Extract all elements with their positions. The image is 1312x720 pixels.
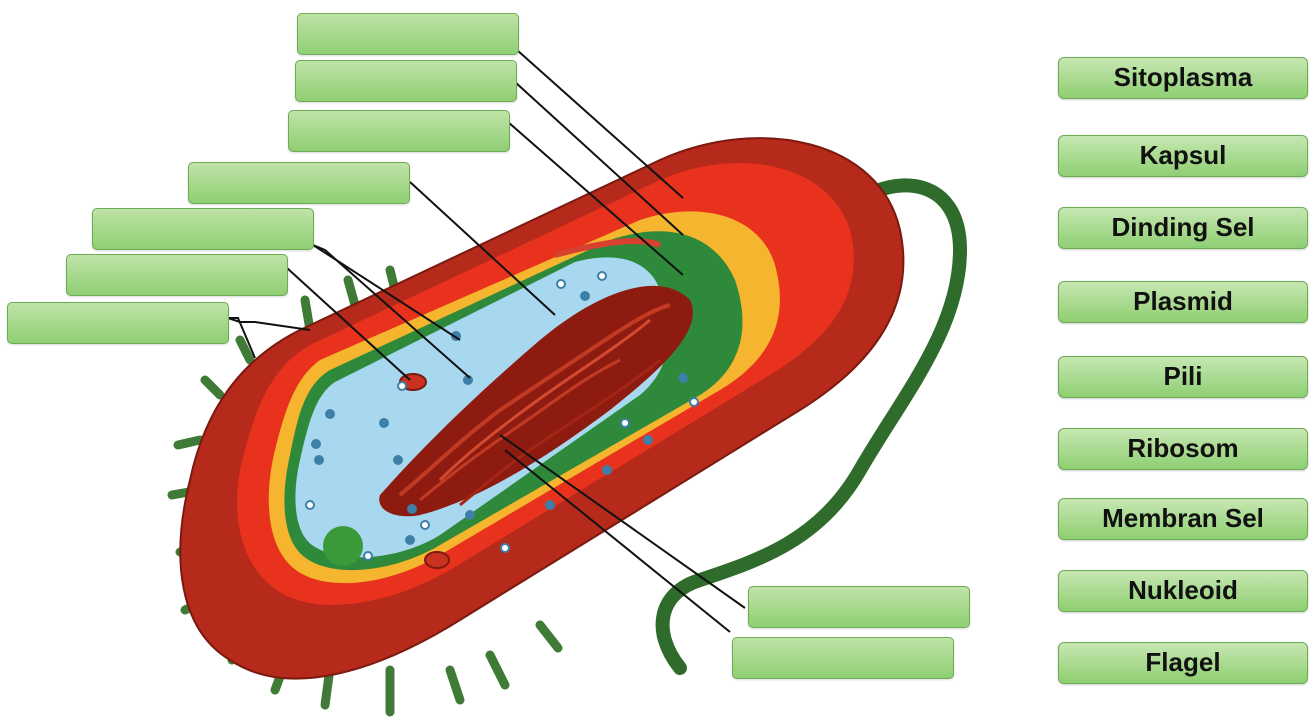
pilus — [540, 625, 558, 648]
term-flagel[interactable]: Flagel — [1058, 642, 1308, 684]
term-plasmid[interactable]: Plasmid — [1058, 281, 1308, 323]
term-membran-sel[interactable]: Membran Sel — [1058, 498, 1308, 540]
blank-label-3[interactable] — [288, 110, 510, 152]
pilus — [205, 380, 220, 395]
term-pili[interactable]: Pili — [1058, 356, 1308, 398]
blank-label-2[interactable] — [295, 60, 517, 102]
term-dinding-sel[interactable]: Dinding Sel — [1058, 207, 1308, 249]
term-ribosom[interactable]: Ribosom — [1058, 428, 1308, 470]
blank-label-9[interactable] — [732, 637, 954, 679]
plasmid — [425, 552, 449, 568]
term-sitoplasma[interactable]: Sitoplasma — [1058, 57, 1308, 99]
term-kapsul[interactable]: Kapsul — [1058, 135, 1308, 177]
pilus — [348, 280, 355, 305]
blank-label-5[interactable] — [92, 208, 314, 250]
pilus — [450, 670, 460, 700]
term-nukleoid[interactable]: Nukleoid — [1058, 570, 1308, 612]
blank-label-4[interactable] — [188, 162, 410, 204]
pilus — [178, 440, 200, 445]
blank-label-8[interactable] — [748, 586, 970, 628]
blank-label-7[interactable] — [7, 302, 229, 344]
blank-label-6[interactable] — [66, 254, 288, 296]
granule — [323, 526, 363, 566]
blank-label-1[interactable] — [297, 13, 519, 55]
pilus — [490, 655, 505, 685]
